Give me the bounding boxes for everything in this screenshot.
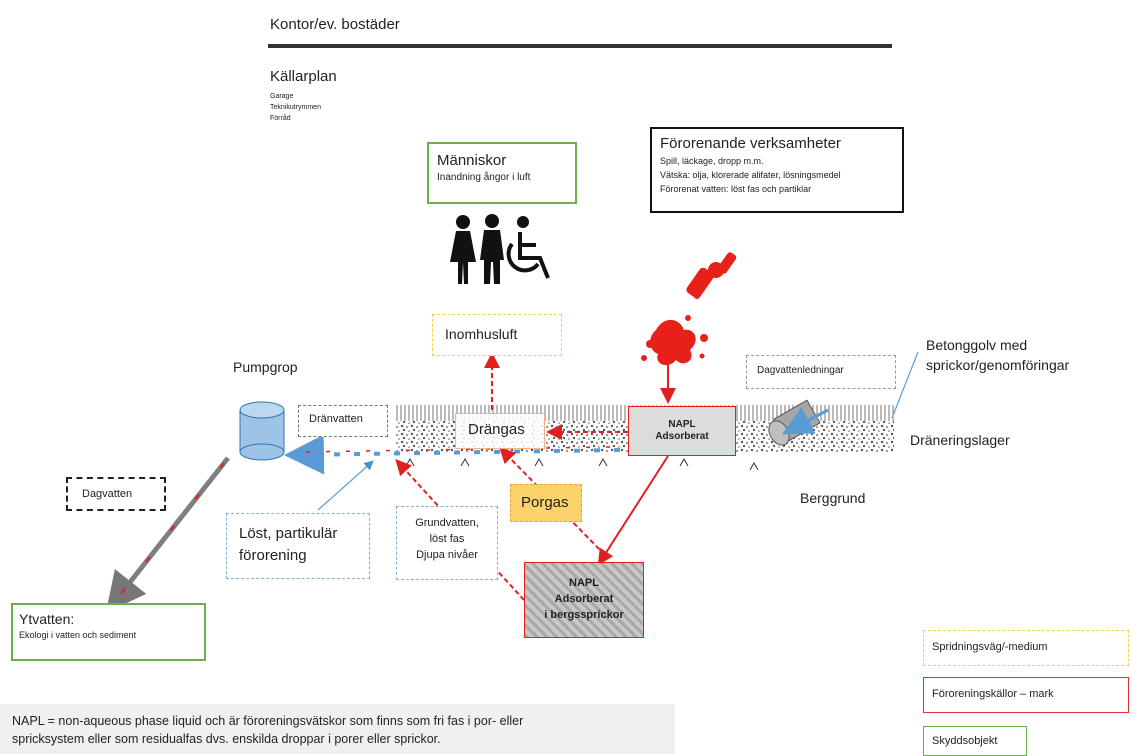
napl-label: NAPL bbox=[668, 419, 696, 430]
pore-gas-box: Porgas bbox=[510, 484, 582, 522]
humans-title: Människor bbox=[437, 152, 507, 169]
cellar-items: Garage Teknikutrymmen Förråd bbox=[270, 91, 321, 124]
napl-bedrock-line: NAPL bbox=[569, 577, 599, 589]
drain-gas-label: Drängas bbox=[468, 421, 525, 438]
spilling-bottle-icon bbox=[686, 252, 737, 299]
drain-water-label: Dränvatten bbox=[309, 413, 363, 425]
sources-box: Förorenande verksamheter Spill, läckage,… bbox=[650, 127, 904, 213]
pipe-flow-arrow bbox=[782, 406, 829, 435]
napl-bedrock-box: NAPL Adsorberat i bergssprickor bbox=[524, 562, 644, 638]
bedrock-label: Berggrund bbox=[800, 490, 866, 506]
footnote-line: NAPL = non-aqueous phase liquid och är f… bbox=[12, 714, 524, 728]
napl-bedrock-line: i bergssprickor bbox=[544, 609, 624, 621]
concrete-floor-label: Betonggolv med sprickor/genomföringar bbox=[926, 335, 1069, 375]
pore-gas-label: Porgas bbox=[521, 494, 569, 511]
groundwater-line: Grundvatten, bbox=[415, 517, 479, 529]
drainage-layer-label: Dräneringslager bbox=[910, 432, 1010, 448]
cellar-item: Garage bbox=[270, 93, 294, 100]
groundwater-line: löst fas bbox=[429, 533, 465, 545]
legend-label: Spridningsväg/-medium bbox=[932, 641, 1048, 653]
stormwater-box: Dagvatten bbox=[66, 477, 166, 511]
napl-bedrock-line: Adsorberat bbox=[554, 593, 614, 605]
surface-water-box: Ytvatten: Ekologi i vatten och sediment bbox=[11, 603, 206, 661]
groundwater-box: Grundvatten, löst fas Djupa nivåer bbox=[396, 506, 498, 580]
outflow-pipe bbox=[105, 456, 230, 613]
concrete-pointer-line bbox=[891, 351, 919, 419]
footnote: NAPL = non-aqueous phase liquid och är f… bbox=[0, 704, 675, 754]
sources-line: Vätska: olja, klorerade alifater, lösnin… bbox=[660, 170, 841, 180]
solute-box: Löst, partikulär förorening bbox=[226, 513, 370, 579]
flow-dotted-blue bbox=[284, 434, 621, 475]
arrow-solute-pointer bbox=[317, 460, 374, 511]
napl-soil-box: NAPL Adsorberat bbox=[628, 406, 736, 456]
solute-line: förorening bbox=[239, 547, 307, 564]
napl-label: Adsorberat bbox=[655, 431, 709, 442]
cellar-item: Förråd bbox=[270, 115, 291, 122]
surface-water-subtitle: Ekologi i vatten och sediment bbox=[19, 630, 137, 640]
drain-water-box: Dränvatten bbox=[298, 405, 388, 437]
stormwater-pipes-box: Dagvattenledningar bbox=[746, 355, 896, 389]
people-icon bbox=[450, 214, 504, 284]
footnote-line: spricksystem eller som residualfas dvs. … bbox=[12, 732, 441, 746]
spill-splash-icon bbox=[641, 315, 708, 366]
top-floor-label: Kontor/ev. bostäder bbox=[270, 16, 400, 33]
legend-item-source: Föroreningskällor – mark bbox=[923, 677, 1129, 713]
solute-line: Löst, partikulär bbox=[239, 525, 338, 542]
groundwater-line: Djupa nivåer bbox=[416, 549, 478, 561]
concrete-line: Betonggolv med bbox=[926, 337, 1028, 353]
legend-item-pathway: Spridningsväg/-medium bbox=[923, 630, 1129, 666]
legend-item-receptor: Skyddsobjekt bbox=[923, 726, 1027, 756]
cellar-title: Källarplan bbox=[270, 68, 337, 85]
arrow-bedrock-to-drain bbox=[395, 459, 525, 601]
indoor-air-label: Inomhusluft bbox=[445, 326, 518, 342]
concrete-line: sprickor/genomföringar bbox=[926, 357, 1070, 373]
humans-box: Människor Inandning ångor i luft bbox=[427, 142, 577, 204]
surface-water-title: Ytvatten: bbox=[19, 611, 75, 627]
pump-pit-icon bbox=[239, 401, 285, 461]
bedrock-ticks bbox=[405, 457, 759, 471]
sources-line: Förorenat vatten: löst fas och partiklar bbox=[660, 184, 812, 194]
stormwater-pipes-label: Dagvattenledningar bbox=[757, 365, 844, 376]
cellar-item: Teknikutrymmen bbox=[270, 104, 321, 111]
humans-subtitle: Inandning ångor i luft bbox=[437, 172, 531, 183]
stormwater-label: Dagvatten bbox=[82, 488, 133, 500]
sources-line: Spill, läckage, dropp m.m. bbox=[660, 156, 764, 166]
legend-label: Skyddsobjekt bbox=[932, 735, 998, 747]
arrow-napl-to-bedrock bbox=[597, 455, 669, 566]
legend-label: Föroreningskällor – mark bbox=[932, 688, 1054, 700]
wheelchair-icon bbox=[506, 216, 550, 279]
drain-gas-box: Drängas bbox=[455, 413, 545, 449]
pump-pit-label: Pumpgrop bbox=[233, 359, 298, 375]
sources-title: Förorenande verksamheter bbox=[660, 135, 841, 152]
indoor-air-box: Inomhusluft bbox=[432, 314, 562, 356]
